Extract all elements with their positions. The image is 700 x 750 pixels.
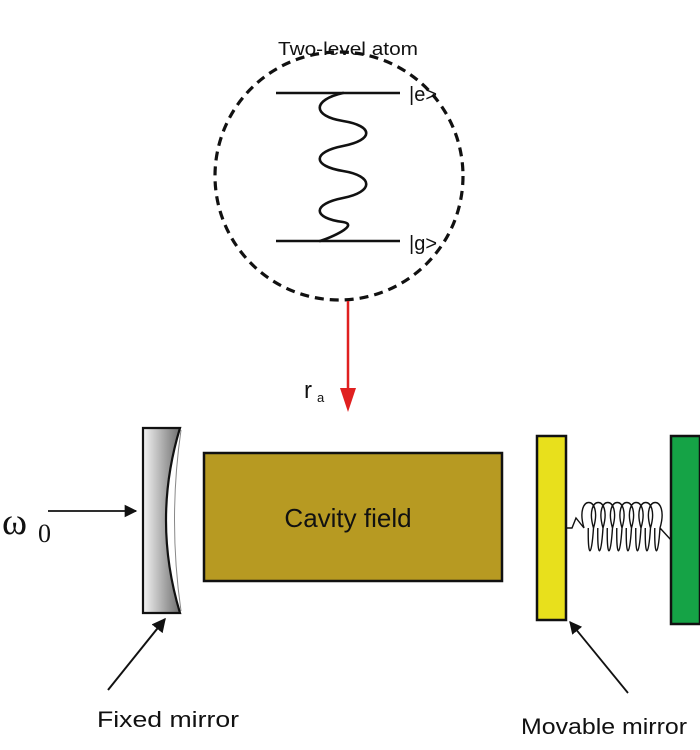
- input-frequency-subscript: 0: [38, 519, 51, 548]
- fixed-mirror-pointer-arrow: [107, 617, 166, 691]
- spring: [566, 502, 672, 552]
- cavity-field-box: [202, 451, 504, 583]
- atom-title: Two-level atom: [278, 39, 418, 59]
- atom-dashed-boundary: [213, 50, 465, 302]
- movable-mirror-pointer-arrow: [569, 621, 629, 694]
- transition-wavy-line: [318, 91, 368, 243]
- position-label-subscript: a: [317, 390, 325, 405]
- cavity-field-label: Cavity field: [284, 503, 411, 533]
- input-frequency-symbol: ω: [2, 501, 27, 543]
- fixed-mirror-label: Fixed mirror: [97, 707, 239, 732]
- movable-mirror-label: Movable mirror: [521, 714, 687, 739]
- position-label-r: r: [304, 377, 312, 404]
- atom-position-arrowhead: [340, 388, 356, 412]
- excited-state-label: |e>: [409, 84, 437, 106]
- ground-state-label: |g>: [409, 233, 437, 255]
- fixed-mirror-inner-edge: [174, 429, 182, 612]
- fixed-mirror: [141, 426, 182, 615]
- fixed-wall: [669, 434, 700, 626]
- movable-mirror: [535, 434, 568, 622]
- two-level-atom: Two-level atom |e> |g>: [213, 39, 465, 302]
